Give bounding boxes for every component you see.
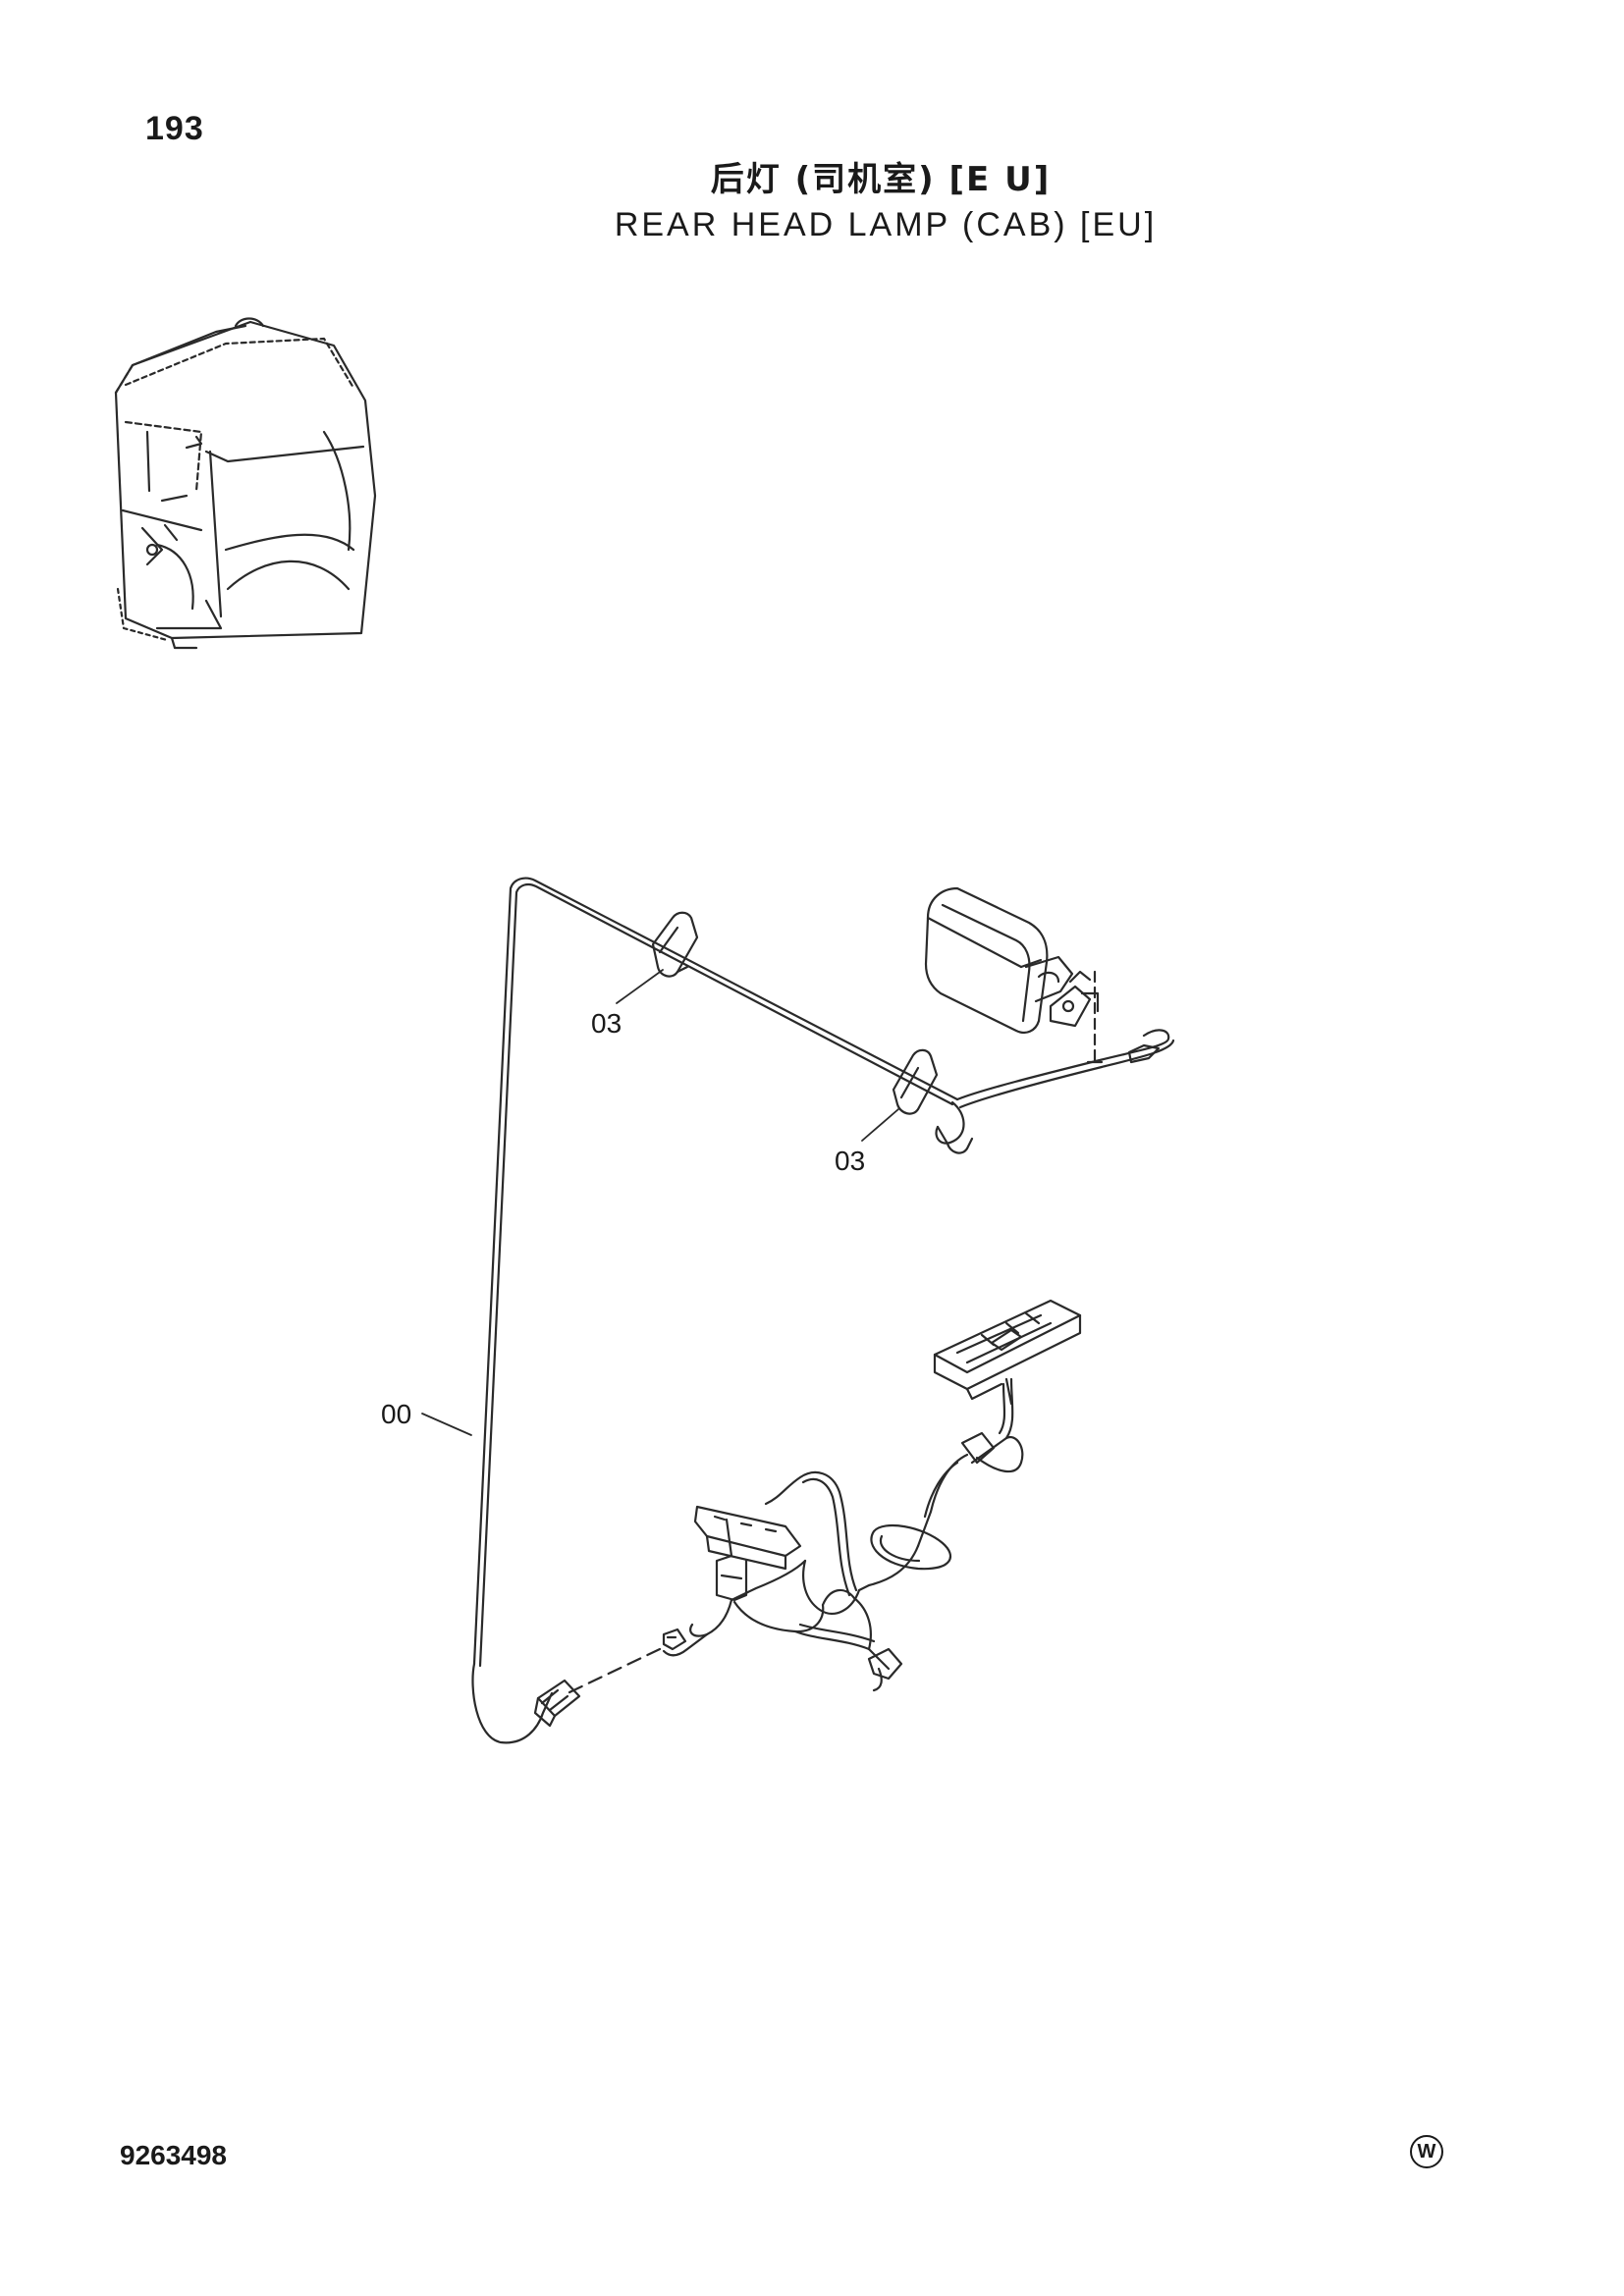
rear-head-lamp: [924, 886, 1104, 1067]
callout-clip-upper: 03: [591, 1008, 622, 1039]
w-mark: W: [1410, 2135, 1443, 2168]
title-chinese: 后灯 (司机室) [E U]: [710, 160, 1052, 199]
page-number: 193: [145, 110, 204, 147]
harness-connector: [533, 1679, 581, 1728]
document-number: 9263498: [120, 2140, 228, 2170]
connector-block: [693, 1505, 802, 1602]
clip-upper-shape: [651, 911, 699, 978]
title-block: 后灯 (司机室) [E U] REAR HEAD LAMP (CAB) [EU]: [0, 157, 1624, 247]
clip-lower-shape: [892, 1048, 939, 1115]
leader-clip-upper: [616, 969, 664, 1004]
leader-harness: [421, 1413, 472, 1436]
cab-thumbnail: [114, 317, 377, 650]
switch-panel: [933, 1299, 1082, 1406]
harness-main-wire: [472, 877, 959, 1666]
callout-harness: 00: [381, 1399, 411, 1429]
callout-clip-lower: 03: [835, 1146, 865, 1176]
leader-clip-lower: [861, 1108, 899, 1142]
title-english: REAR HEAD LAMP (CAB) [EU]: [614, 206, 1158, 243]
